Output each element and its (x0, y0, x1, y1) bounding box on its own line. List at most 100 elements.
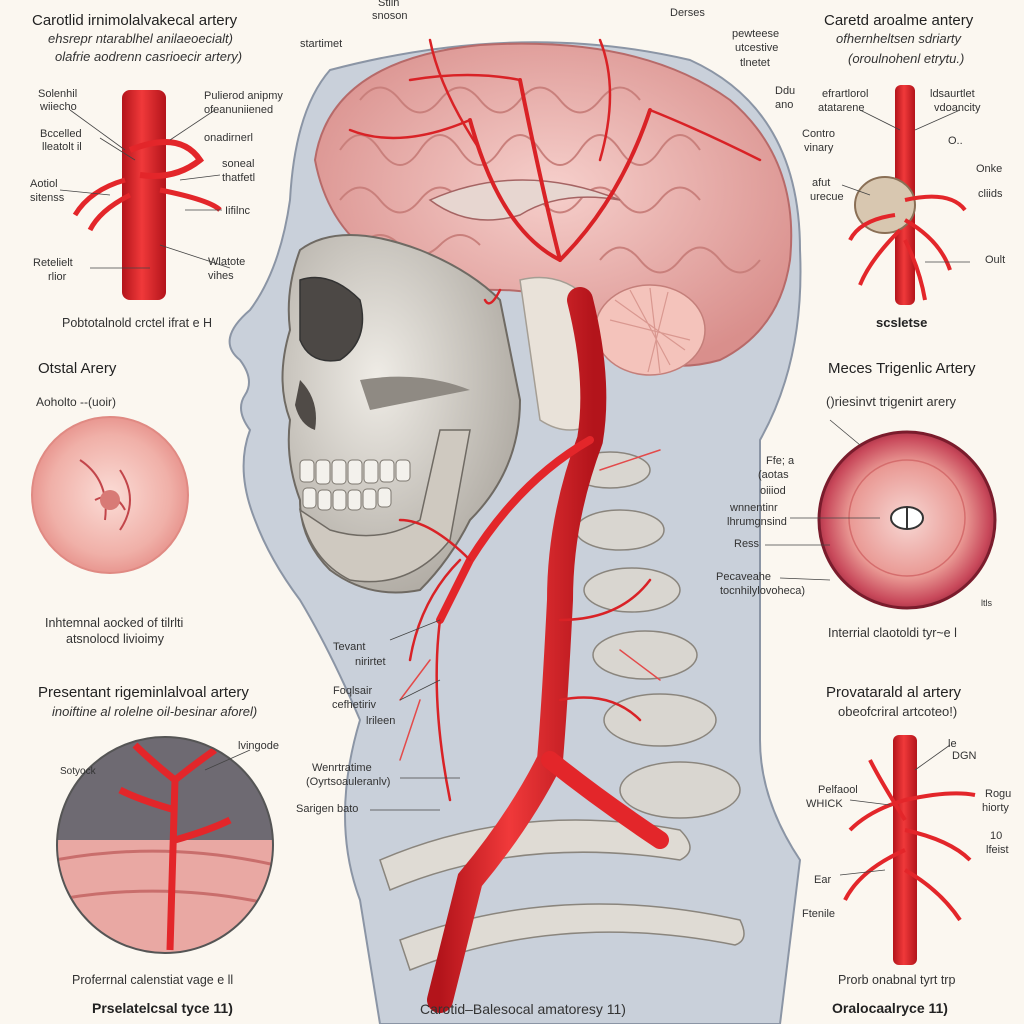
label: DGN (952, 750, 977, 762)
label: Contro (802, 128, 836, 140)
mid-left-caption-2: atsnolocd livioimy (66, 632, 164, 646)
bottom-center-footer: Carotid–Balesocal amatoresy 11) (420, 1001, 626, 1017)
label: startimet (300, 38, 343, 50)
mid-left-title: Otstal Arery (38, 360, 117, 377)
label: Onke (976, 163, 1003, 175)
label: (aotas (758, 469, 789, 481)
label: (Oyrtsoauleranlv) (306, 776, 391, 788)
label: Pelfaool (818, 784, 858, 796)
top-left-subtitle-1: ehsrepr ntarablhel anilaeoecialt) (48, 31, 234, 46)
label: Stlin (378, 0, 400, 9)
disc-illustration-mid-left (31, 416, 189, 574)
label: hiorty (982, 802, 1009, 814)
label: Pulierod anipmy (204, 90, 283, 102)
bottom-left-subtitle: inoiftine al rolelne oil-besinar aforel) (52, 704, 258, 719)
label: sitenss (30, 192, 65, 204)
label: pewteese (732, 28, 780, 40)
label: lhrumgnsind (727, 516, 787, 528)
leader-lines (59, 109, 970, 876)
bottom-right-caption: Prorb onabnal tyrt trp (838, 973, 956, 987)
disc-illustration-mid-right (817, 430, 997, 610)
label: Tevant (333, 641, 366, 653)
label: 10 (990, 830, 1003, 842)
label: Solenhil (38, 88, 78, 100)
label: ltls (981, 598, 992, 608)
mid-left-caption-1: Inhtemnal aocked of tilrlti (45, 616, 184, 630)
label: nirirtet (355, 656, 386, 668)
label: Sotyock (60, 766, 96, 777)
carotid-artery-system (348, 38, 762, 1013)
label: tocnhilylovoheca) (720, 585, 805, 597)
label: Aotiol (30, 178, 58, 190)
label: O.. (948, 135, 963, 147)
label: Ress (734, 538, 760, 550)
label: atatarene (818, 102, 865, 114)
spine (569, 451, 741, 819)
label: Oult (985, 254, 1006, 266)
top-right-subtitle-1: ofhernheltsen sdriarty (836, 31, 962, 46)
skull (281, 234, 522, 594)
label: rlior (48, 271, 67, 283)
label: wiiecho (40, 101, 77, 113)
top-right-subtitle-2: (oroulnohenl etrytu.) (848, 51, 965, 66)
bottom-left-footer: Prselatelcsal tyce 11) (92, 1000, 233, 1016)
label: Ffe; a (766, 455, 795, 467)
label: vinary (804, 142, 834, 154)
label: Ear (814, 874, 832, 886)
label: WHICK (806, 798, 843, 810)
bottom-left-title: Presentant rigeminlalvoal artery (38, 684, 249, 701)
label: lvingode (238, 740, 279, 752)
label: cliids (978, 188, 1003, 200)
label: le (948, 738, 957, 750)
label: Ddu (775, 85, 796, 97)
label: Derses (670, 7, 705, 19)
mid-right-title: Meces Trigenlic Artery (828, 360, 976, 377)
label: ofeanuniiened (204, 104, 274, 116)
label: Bccelled (40, 128, 82, 140)
label: wnnentinr (730, 502, 778, 514)
label: oiiiod (760, 485, 786, 497)
mid-right-caption: Interrial claotoldi tyr~e l (828, 626, 957, 640)
label: afut (812, 177, 831, 189)
vessel-illustration-top-right (848, 85, 967, 305)
label: Rogu (985, 788, 1012, 800)
vessel-illustration-bottom-right (843, 735, 976, 965)
label: thatfetl (222, 172, 256, 184)
label: urecue (810, 191, 844, 203)
label: snoson (372, 10, 408, 22)
bottom-left-caption: Proferrnal calenstiat vage e ll (72, 973, 234, 987)
top-right-title: Caretd aroalme antery (824, 12, 974, 29)
brain (313, 42, 793, 431)
top-left-subtitle-2: olafrie aodrenn casrioecir artery) (55, 49, 243, 64)
label: Ftenile (802, 908, 836, 920)
label: vdoancity (934, 102, 981, 114)
label: Pecaveahe (716, 571, 772, 583)
top-left-caption: Pobtotalnold crctel ifrat e H (62, 316, 213, 330)
label: lfeist (986, 844, 1009, 856)
label: ano (775, 99, 794, 111)
label: Sarigen bato (296, 803, 359, 815)
bottom-right-title: Provatarald al artery (826, 684, 962, 701)
bottom-right-footer: Oralocaalryce 11) (832, 1000, 948, 1016)
label: onadirnerl (204, 132, 253, 144)
top-right-caption: scsletse (876, 315, 928, 330)
mid-right-subtitle: ()riesinvt trigenirt arery (826, 394, 957, 409)
label: vihes (208, 270, 234, 282)
label: tlnetet (740, 57, 770, 69)
top-left-title: Carotlid irnimolalvakecal artery (32, 12, 238, 29)
label: Iifilnc (225, 205, 251, 217)
label: Wlatote (208, 256, 246, 268)
label: lleatolt il (42, 141, 82, 153)
label: soneal (222, 158, 255, 170)
label: ldsaurtlet (930, 88, 975, 100)
label: lrileen (366, 715, 396, 727)
label: Wenrtratime (312, 762, 372, 774)
label: cefhetiriv (332, 699, 377, 711)
mid-left-tag: Aoholto --(uoir) (36, 395, 117, 409)
label: utcestive (735, 42, 779, 54)
label: efrartlorol (822, 88, 869, 100)
label: Retelielt (33, 257, 73, 269)
bottom-right-subtitle: obeofcriral artcoteo!) (838, 704, 958, 719)
label: Foqlsair (333, 685, 373, 697)
